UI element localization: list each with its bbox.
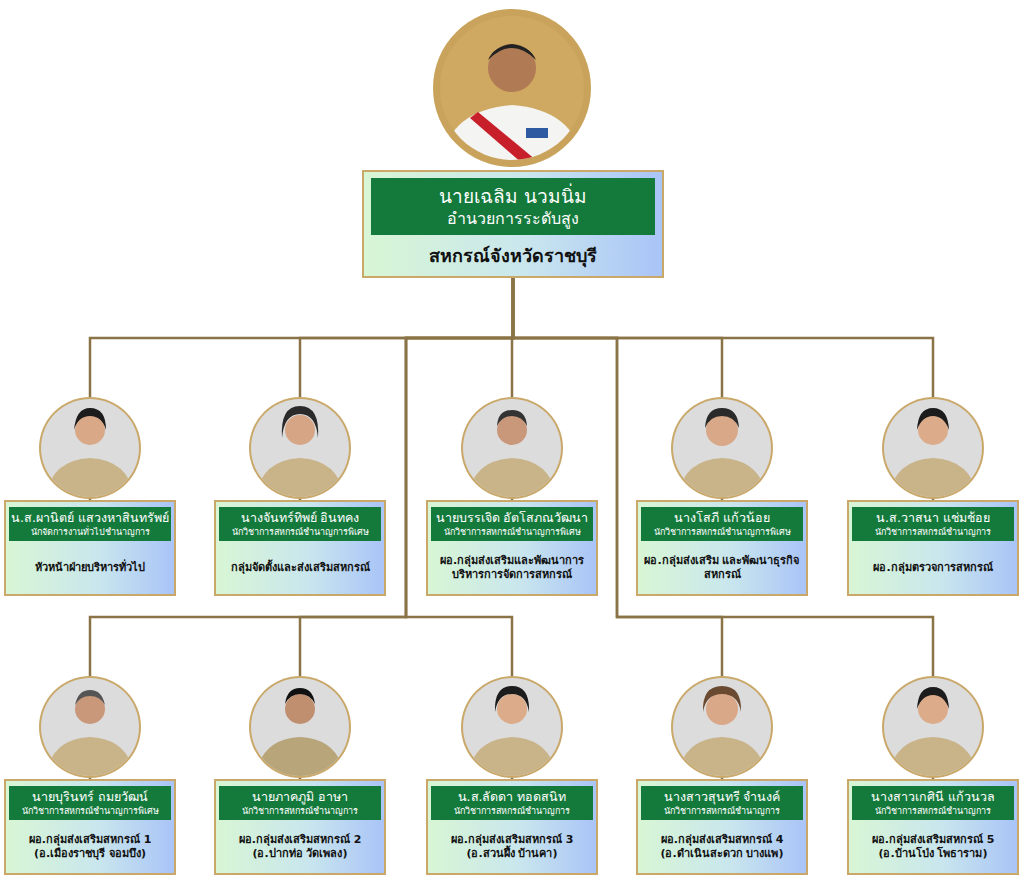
portrait [452, 669, 572, 789]
unit-label: ผอ.กลุ่มส่งเสริมสหกรณ์ 3 (อ.สวนผึ้ง บ้าน… [428, 820, 596, 873]
person-name: นายภาคภูมิ อาษา [221, 789, 379, 805]
person-name: นางสาวสุนทรี จำนงค์ [643, 789, 801, 805]
position-title: นักวิชาการสหกรณ์ชำนาญการพิเศษ [643, 526, 801, 538]
name-band: นายเฉลิม นวมนิ่มอำนวยการระดับสูง [371, 178, 655, 235]
portrait [430, 9, 600, 170]
portrait [452, 390, 572, 510]
name-band: นางจันทร์ทิพย์ อินทคงนักวิชาการสหกรณ์ชำน… [219, 507, 381, 541]
name-band: น.ส.ลัดดา ทอดสนิทนักวิชาการสหกรณ์ชำนาญกา… [431, 786, 593, 820]
org-box: นางสาวเกศินี แก้วนวลนักวิชาการสหกรณ์ชำนา… [847, 779, 1019, 875]
unit-label: ผอ.กลุ่มส่งเสริม และพัฒนาธุรกิจสหกรณ์ [638, 541, 806, 594]
org-box: นางสาวสุนทรี จำนงค์นักวิชาการสหกรณ์ชำนาญ… [636, 779, 808, 875]
position-title: นักวิชาการสหกรณ์ชำนาญการพิเศษ [433, 526, 591, 538]
portrait [240, 390, 360, 510]
name-band: นายบรรเจิด อัตโสภณวัฒนานักวิชาการสหกรณ์ช… [431, 507, 593, 541]
org-box: นายภาคภูมิ อาษานักวิชาการสหกรณ์ชำนาญการผ… [214, 779, 386, 875]
org-box: นายบุรินทร์ ถมยวัฒน์นักวิชาการสหกรณ์ชำนา… [4, 779, 176, 875]
unit-label: ผอ.กลุ่มตรวจการสหกรณ์ [849, 541, 1017, 594]
position-title: นักวิชาการสหกรณ์ชำนาญการ [854, 526, 1012, 538]
unit-label: ผอ.กลุ่มส่งเสริมและพัฒนาการ บริหารการจัด… [428, 541, 596, 594]
position-title: นักวิชาการสหกรณ์ชำนาญการพิเศษ [11, 805, 169, 817]
unit-label: หัวหน้าฝ่ายบริหารทั่วไป [6, 541, 174, 594]
position-title: นักวิชาการสหกรณ์ชำนาญการพิเศษ [221, 526, 379, 538]
person-name: น.ส.ลัดดา ทอดสนิท [433, 789, 591, 805]
portrait [873, 390, 993, 510]
name-band: นายภาคภูมิ อาษานักวิชาการสหกรณ์ชำนาญการ [219, 786, 381, 820]
name-band: นางสาวสุนทรี จำนงค์นักวิชาการสหกรณ์ชำนาญ… [641, 786, 803, 820]
org-box: น.ส.ผานิตย์ แสวงหาสินทรัพย์นักจัดการงานท… [4, 500, 176, 596]
person-name: นายเฉลิม นวมนิ่ม [373, 184, 653, 208]
org-box: นางโสภี แก้วน้อยนักวิชาการสหกรณ์ชำนาญการ… [636, 500, 808, 596]
position-title: นักวิชาการสหกรณ์ชำนาญการ [433, 805, 591, 817]
person-name: นางสาวเกศินี แก้วนวล [854, 789, 1012, 805]
portrait [30, 390, 150, 510]
name-band: นางโสภี แก้วน้อยนักวิชาการสหกรณ์ชำนาญการ… [641, 507, 803, 541]
portrait [662, 669, 782, 789]
position-title: อำนวยการระดับสูง [373, 208, 653, 229]
portrait [662, 390, 782, 510]
org-connector [90, 278, 513, 500]
person-name: นางจันทร์ทิพย์ อินทคง [221, 510, 379, 526]
portrait [240, 669, 360, 789]
person-name: นายบุรินทร์ ถมยวัฒน์ [11, 789, 169, 805]
unit-label: ผอ.กลุ่มส่งเสริมสหกรณ์ 4 (อ.ดำเนินสะดวก … [638, 820, 806, 873]
person-name: น.ส.วาสนา แช่มช้อย [854, 510, 1012, 526]
position-title: นักวิชาการสหกรณ์ชำนาญการ [854, 805, 1012, 817]
org-box: น.ส.ลัดดา ทอดสนิทนักวิชาการสหกรณ์ชำนาญกา… [426, 779, 598, 875]
org-connector [513, 278, 933, 500]
person-name: นายบรรเจิด อัตโสภณวัฒนา [433, 510, 591, 526]
unit-label: กลุ่มจัดตั้งและส่งเสริมสหกรณ์ [216, 541, 384, 594]
name-band: น.ส.ผานิตย์ แสวงหาสินทรัพย์นักจัดการงานท… [9, 507, 171, 541]
unit-label: ผอ.กลุ่มส่งเสริมสหกรณ์ 2 (อ.ปากท่อ วัดเพ… [216, 820, 384, 873]
unit-label: ผอ.กลุ่มส่งเสริมสหกรณ์ 5 (อ.บ้านโป่ง โพธ… [849, 820, 1017, 873]
org-box: นางจันทร์ทิพย์ อินทคงนักวิชาการสหกรณ์ชำน… [214, 500, 386, 596]
person-name: นางโสภี แก้วน้อย [643, 510, 801, 526]
person-name: น.ส.ผานิตย์ แสวงหาสินทรัพย์ [11, 510, 169, 526]
name-band: นายบุรินทร์ ถมยวัฒน์นักวิชาการสหกรณ์ชำนา… [9, 786, 171, 820]
portrait [873, 669, 993, 789]
position-title: นักวิชาการสหกรณ์ชำนาญการ [643, 805, 801, 817]
position-title: นักวิชาการสหกรณ์ชำนาญการ [221, 805, 379, 817]
unit-label: ผอ.กลุ่มส่งเสริมสหกรณ์ 1 (อ.เมืองราชบุรี… [6, 820, 174, 873]
portrait [30, 669, 150, 789]
org-box: นายเฉลิม นวมนิ่มอำนวยการระดับสูงสหกรณ์จั… [362, 170, 664, 278]
name-band: นางสาวเกศินี แก้วนวลนักวิชาการสหกรณ์ชำนา… [852, 786, 1014, 820]
position-title: นักจัดการงานทั่วไปชำนาญการ [11, 526, 169, 538]
name-band: น.ส.วาสนา แช่มช้อยนักวิชาการสหกรณ์ชำนาญก… [852, 507, 1014, 541]
org-box: น.ส.วาสนา แช่มช้อยนักวิชาการสหกรณ์ชำนาญก… [847, 500, 1019, 596]
unit-label: สหกรณ์จังหวัดราชบุรี [364, 235, 662, 276]
org-box: นายบรรเจิด อัตโสภณวัฒนานักวิชาการสหกรณ์ช… [426, 500, 598, 596]
